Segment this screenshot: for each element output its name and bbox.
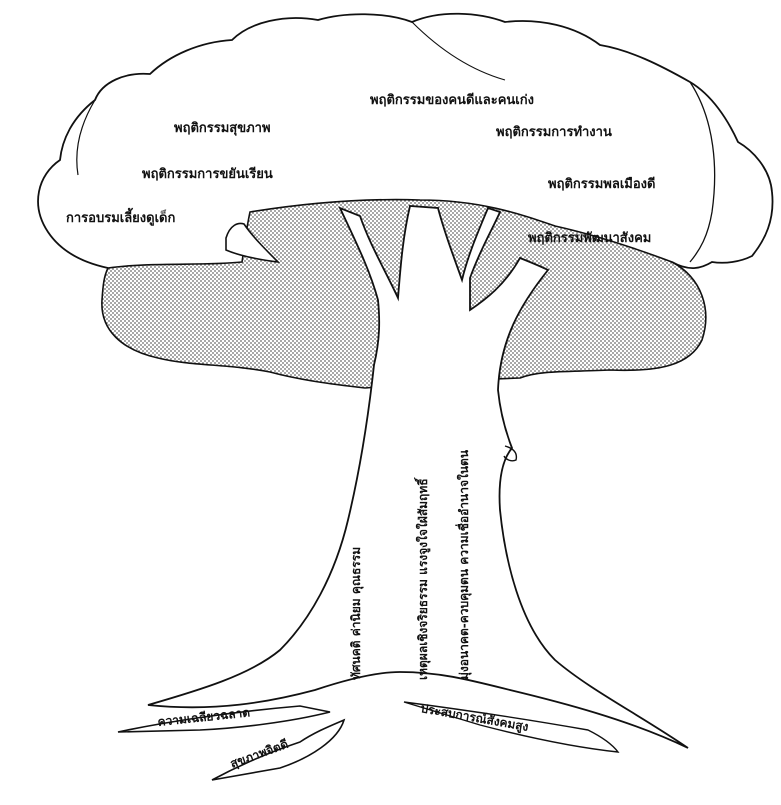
label-future-orientation-locus-of-control: มุ่งอนาคต-ควบคุมตน ความเชื่ออำนาจในตน [455, 449, 472, 680]
canopy-top-lobe [412, 22, 505, 80]
label-good-and-capable-behavior: พฤติกรรมของคนดีและคนเก่ง [370, 92, 534, 108]
label-child-rearing: การอบรมเลี้ยงดูเด็ก [66, 207, 175, 226]
label-social-development-behavior: พฤติกรรมพัฒนาสังคม [528, 231, 651, 246]
canopy-inner-lobe [690, 82, 715, 262]
label-moral-reasoning-achievement-motivation: เหตุผลเชิงจริยธรรม แรงจูงใจใฝ่สัมฤทธิ์ [414, 477, 431, 680]
label-high-social-experience: ประสบการณ์สังคมสูง [419, 701, 529, 735]
label-work-behavior: พฤติกรรมการทำงาน [496, 124, 612, 140]
label-health-behavior: พฤติกรรมสุขภาพ [174, 121, 271, 136]
label-attitude-values-morality: ทัศนคติ ค่านิยม คุณธรรม [349, 547, 364, 680]
label-good-citizen-behavior: พฤติกรรมพลเมืองดี [548, 176, 655, 192]
canopy-inner-lobe-left [77, 100, 95, 175]
label-diligent-study-behavior: พฤติกรรมการขยันเรียน [142, 166, 273, 182]
